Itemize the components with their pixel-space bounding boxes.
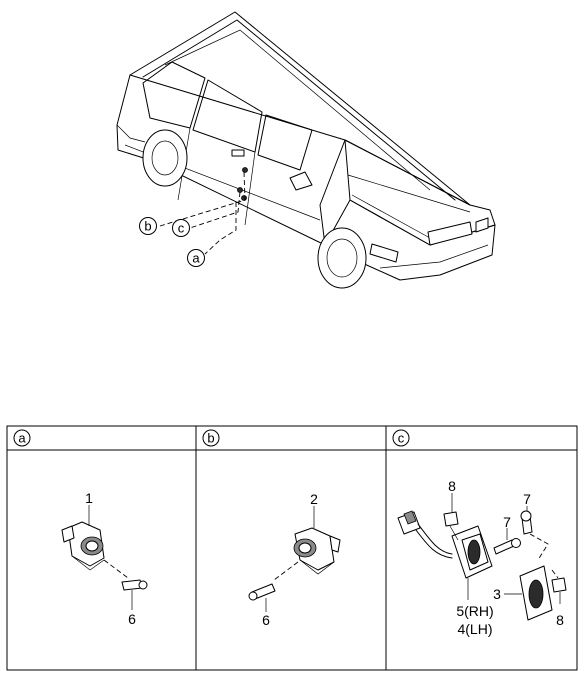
part-4-lh-label: 4(LH) xyxy=(457,621,492,637)
part-6-label-b: 6 xyxy=(262,612,270,628)
panel-header-c-text: c xyxy=(398,431,405,446)
panel-header-a: a xyxy=(13,429,31,447)
part-7-mid-label: 7 xyxy=(503,514,511,530)
part-8-bottom-label: 8 xyxy=(556,612,564,628)
part-5-rh-label: 5(RH) xyxy=(456,603,493,619)
minivan-illustration xyxy=(116,11,496,289)
callout-c: c xyxy=(172,219,190,237)
callout-b-text: b xyxy=(144,219,151,234)
part-2-label: 2 xyxy=(310,491,318,507)
callout-b: b xyxy=(139,217,157,235)
panel-header-a-text: a xyxy=(18,431,26,446)
part-6-label-a: 6 xyxy=(128,611,136,627)
callout-a-text: a xyxy=(192,251,200,266)
part-1-label: 1 xyxy=(85,490,93,506)
parts-table xyxy=(6,425,578,671)
part-3-label: 3 xyxy=(493,586,501,602)
panel-a-door-switch: 1 6 xyxy=(61,490,148,627)
callout-c-text: c xyxy=(178,221,185,236)
panel-header-b-text: b xyxy=(207,431,214,446)
panel-c-sliding-door-switch: 8 7 7 3 8 5(RH) 4(LH) xyxy=(397,478,567,637)
panel-header-c: c xyxy=(392,429,410,447)
part-8-top-label: 8 xyxy=(448,478,456,494)
part-7-right-label: 7 xyxy=(523,491,531,507)
panel-header-b: b xyxy=(202,429,220,447)
panel-b-door-switch: 2 6 xyxy=(248,491,341,628)
location-markers xyxy=(159,167,248,255)
callout-a: a xyxy=(187,249,205,267)
